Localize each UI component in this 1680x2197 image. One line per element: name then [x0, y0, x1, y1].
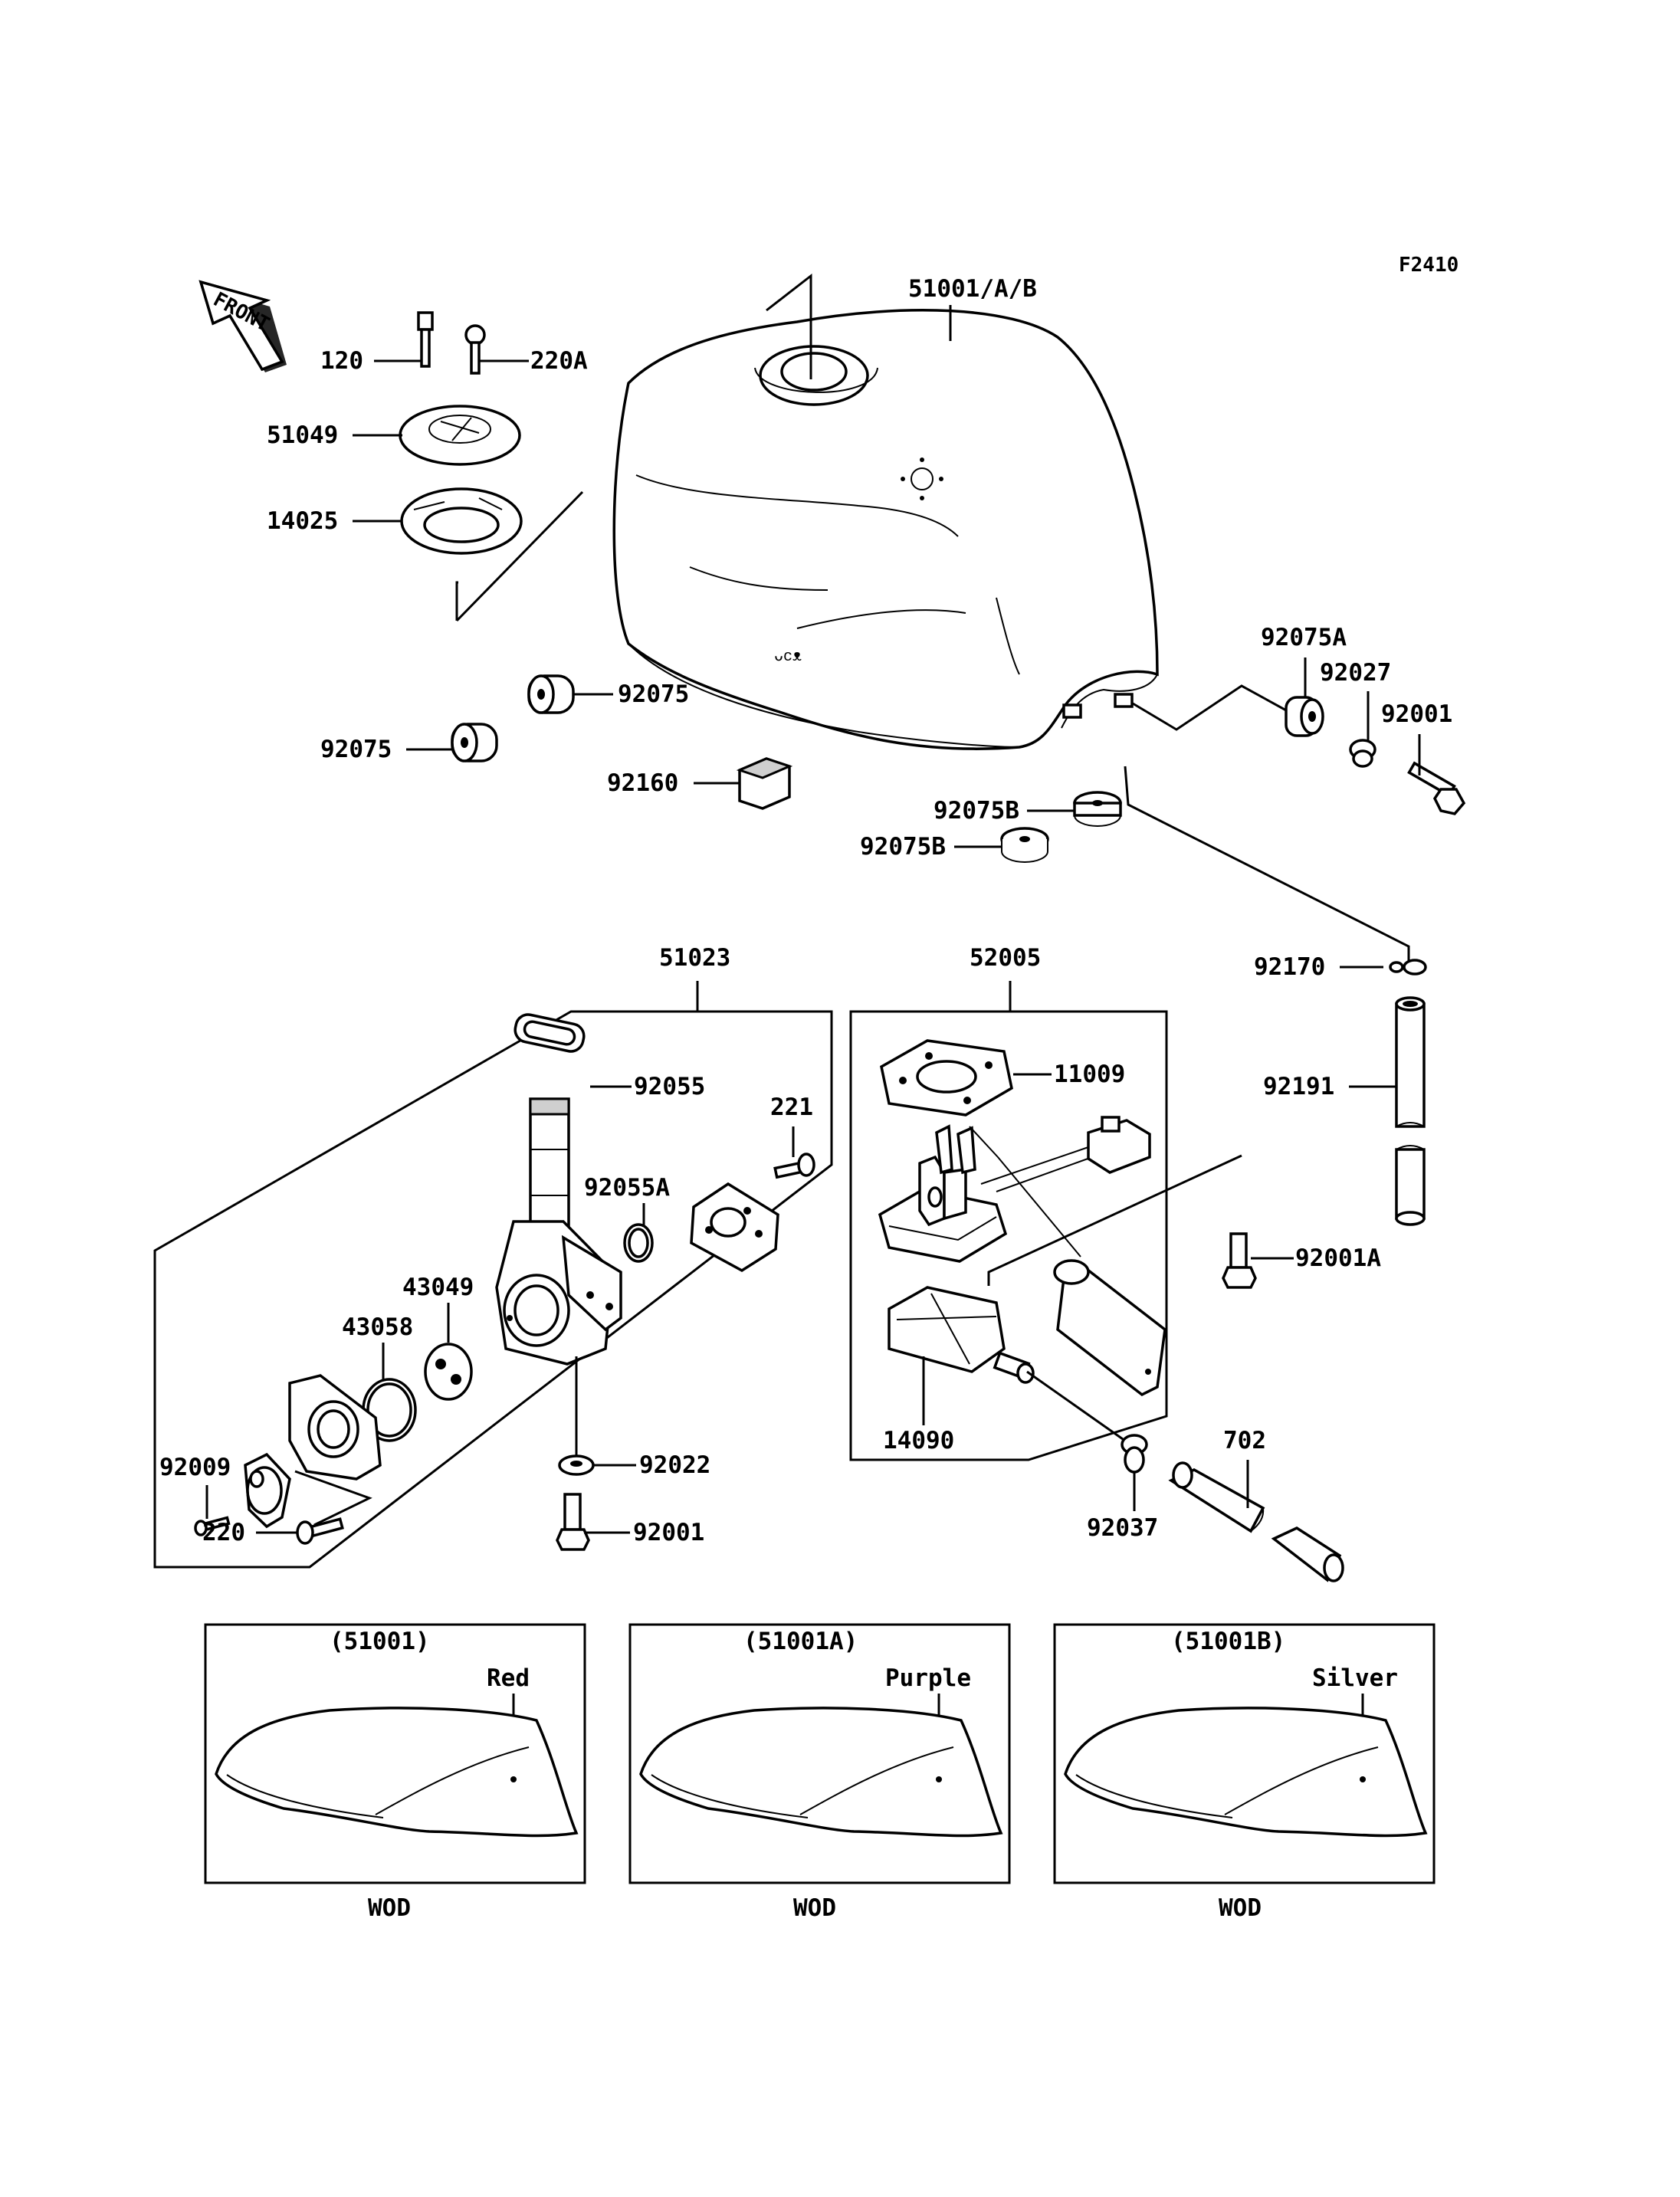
grommet-92075a: [1285, 696, 1324, 737]
collar-92027: [1349, 739, 1376, 768]
variant-part: (51001B): [1171, 1628, 1285, 1655]
label-11009: 11009: [1054, 1061, 1125, 1088]
label-92001-bottom: 92001: [633, 1519, 704, 1546]
variant-panel-2: (51001A) Purple WOD: [628, 1623, 1011, 1922]
float-arm: [1053, 1259, 1166, 1397]
bolt-120: [417, 311, 434, 368]
variant-panel-1: (51001) Red WOD: [204, 1623, 586, 1922]
label-43058: 43058: [342, 1313, 413, 1341]
label-43049: 43049: [402, 1274, 474, 1301]
strainer-14090: [888, 1286, 1035, 1384]
gasket-11009: [880, 1039, 1013, 1117]
fuel-gauge-sender: [878, 1116, 1151, 1263]
gasket-14025: [400, 487, 523, 555]
label-92027: 92027: [1320, 659, 1391, 687]
hose-702: [1168, 1461, 1344, 1582]
bolt-92001-bottom: [556, 1493, 590, 1551]
label-92075-lower: 92075: [320, 736, 392, 763]
screw-220: [296, 1517, 344, 1545]
label-92001-top: 92001: [1381, 700, 1452, 728]
label-92075a: 92075A: [1261, 624, 1347, 651]
variant-part: (51001): [330, 1628, 430, 1655]
damper-92075b-1: [1073, 791, 1122, 827]
label-220a: 220A: [530, 347, 588, 375]
label-92170: 92170: [1254, 953, 1325, 981]
washer-92022: [558, 1454, 595, 1476]
label-702: 702: [1223, 1427, 1266, 1454]
label-120: 120: [320, 347, 363, 375]
label-14025: 14025: [267, 507, 338, 535]
o-ring-92055a: [623, 1223, 654, 1263]
svg-text:ᴗᴄᴥ: ᴗᴄᴥ: [774, 646, 802, 664]
variant-note: WOD: [368, 1894, 411, 1922]
damper-92075-upper: [527, 674, 575, 714]
screw-220a: [464, 324, 486, 375]
label-51049: 51049: [267, 421, 338, 449]
pad-92160: [736, 757, 793, 810]
label-51001-a-b: 51001/A/B: [908, 275, 1037, 303]
label-92191: 92191: [1263, 1073, 1334, 1100]
bolt-92001-top: [1407, 761, 1466, 815]
lever-plate: [288, 1374, 382, 1481]
hose-92191: [1395, 996, 1426, 1226]
label-221: 221: [770, 1094, 813, 1121]
label-92160: 92160: [607, 769, 678, 797]
label-92055a: 92055A: [584, 1174, 670, 1202]
front-arrow-icon: FRONT: [199, 280, 287, 372]
label-92009: 92009: [159, 1454, 231, 1481]
cover-plate: [690, 1182, 779, 1273]
variant-note: WOD: [793, 1894, 836, 1922]
variant-panel-3: (51001B) Silver WOD: [1053, 1623, 1436, 1922]
fuel-cock-body: [495, 1097, 622, 1366]
fuel-tank: ᴗᴄᴥ: [612, 308, 1159, 750]
screw-221: [773, 1153, 815, 1179]
label-92075b-1: 92075B: [934, 797, 1019, 825]
label-220: 220: [202, 1519, 245, 1546]
label-92001a: 92001A: [1295, 1244, 1381, 1272]
label-52005: 52005: [970, 944, 1041, 972]
variant-part: (51001A): [743, 1628, 858, 1655]
gasket-92055: [514, 1013, 586, 1053]
label-92075-upper: 92075: [618, 680, 689, 708]
clip-92170: [1389, 959, 1427, 976]
label-14090: 14090: [883, 1427, 954, 1454]
damper-92075b-2: [1000, 827, 1049, 863]
cap-51049: [399, 405, 521, 466]
damper-92075-lower: [451, 723, 498, 762]
clip-92037: [1121, 1434, 1148, 1474]
gasket-43049: [424, 1343, 473, 1401]
label-92055: 92055: [634, 1073, 705, 1100]
label-51023: 51023: [659, 944, 730, 972]
variant-color: Purple: [885, 1664, 971, 1692]
figure-code: F2410: [1399, 254, 1459, 277]
label-92022: 92022: [639, 1451, 710, 1479]
variant-color: Silver: [1312, 1664, 1398, 1692]
label-92075b-2: 92075B: [860, 833, 946, 861]
label-92037: 92037: [1087, 1514, 1158, 1542]
lever-knob: [244, 1452, 291, 1529]
variant-note: WOD: [1219, 1894, 1262, 1922]
bolt-92001a: [1222, 1232, 1257, 1289]
variant-color: Red: [487, 1664, 530, 1692]
screw-92009: [194, 1516, 231, 1536]
